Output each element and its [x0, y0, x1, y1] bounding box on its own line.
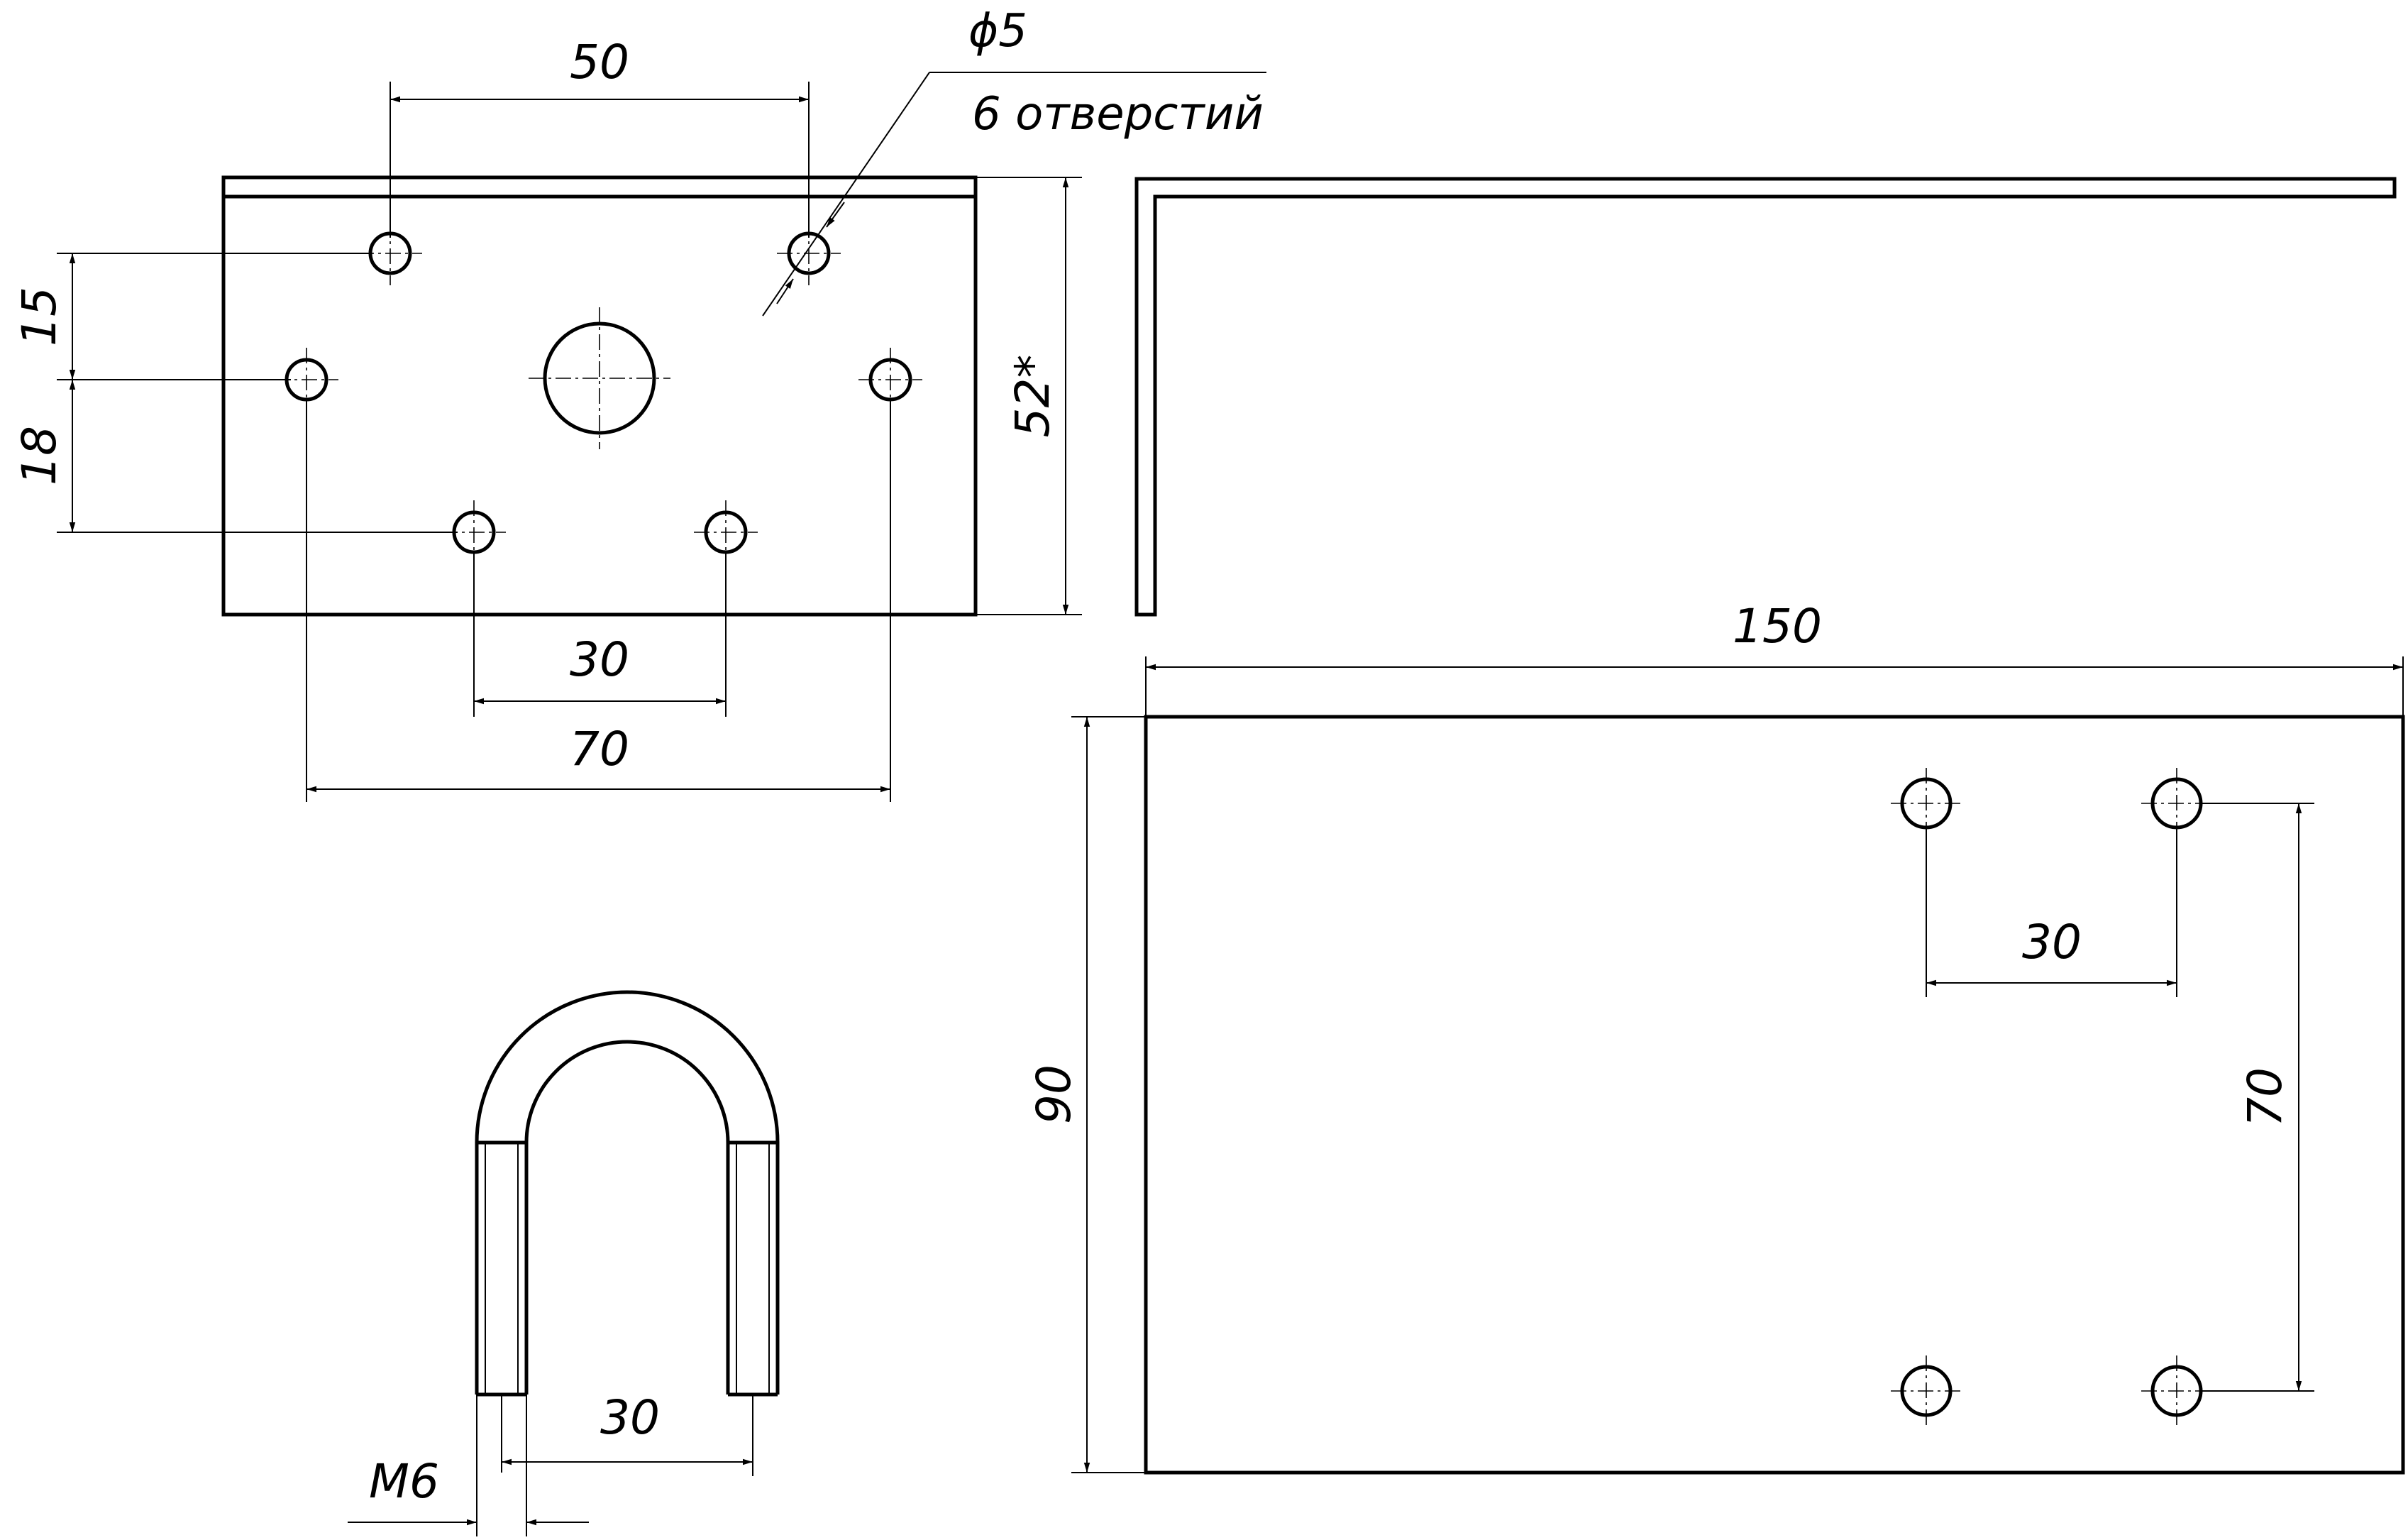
dim-30-right-label: 30 [2022, 915, 2082, 969]
dim-50-label: 50 [570, 35, 629, 89]
angle-side-profile [1134, 177, 2397, 617]
dim-70-right-label: 70 [2238, 1067, 2292, 1127]
thread-m6-label: M6 [369, 1454, 439, 1509]
dim-30-ubolt-label: 30 [600, 1390, 660, 1445]
holes-count-note: 6 отверстий [972, 88, 1264, 141]
dim-52-label: 52* [1005, 355, 1060, 438]
dim-15-label: 15 [12, 287, 67, 346]
dim-30-top-label: 30 [570, 632, 629, 687]
dim-150-label: 150 [1733, 599, 1822, 654]
dim-70-top-label: 70 [570, 722, 629, 776]
hole-diameter-label: ϕ5 [968, 5, 1027, 57]
center-hole [543, 321, 656, 435]
dim-18-label: 18 [12, 426, 67, 485]
plate-top-view: 150 90 30 70 [1027, 599, 2405, 1475]
plate-front-view: 50 ϕ5 6 отверстий 15 18 52* 30 70 [12, 5, 1266, 802]
u-bolt: 30 M6 [348, 990, 780, 1536]
dim-90-label: 90 [1027, 1065, 1081, 1124]
